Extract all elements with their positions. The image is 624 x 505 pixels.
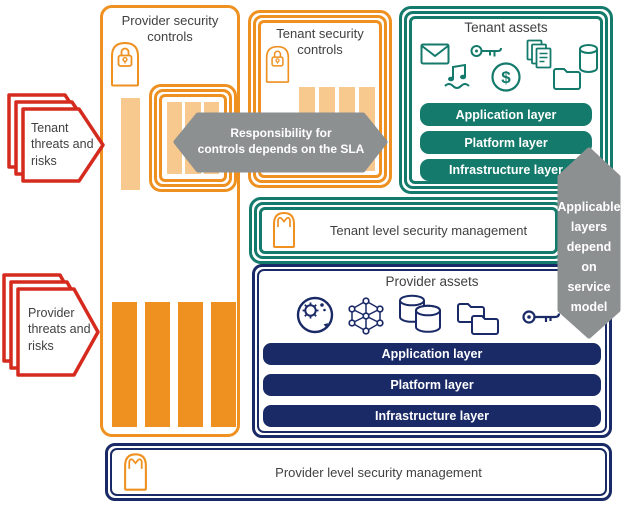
documents-icon: [526, 39, 552, 69]
provider-security-controls-box: Provider security controls: [100, 5, 240, 437]
callout-line: model: [570, 300, 608, 314]
tenant-application-layer: Application layer: [420, 103, 592, 126]
network-icon: [348, 297, 384, 335]
mail-icon: [420, 43, 450, 65]
provider-control-bars: [112, 302, 236, 427]
padlock-icon: [265, 45, 290, 83]
tenant-infrastructure-layer: Infrastructure layer: [420, 159, 592, 181]
provider-management-label: Provider level security management: [275, 464, 482, 480]
dollar-icon: $: [491, 62, 521, 92]
databases-icon: [399, 294, 441, 333]
callout-line: Applicable: [557, 200, 621, 214]
control-bar: [112, 302, 137, 427]
control-bar: [211, 302, 236, 427]
tenant-security-controls-title: Tenant security controls: [276, 26, 364, 57]
music-icon: [444, 63, 470, 89]
provider-security-controls-title: Provider security controls: [121, 13, 219, 44]
sla-callout-arrow: [173, 112, 388, 173]
padlock-icon: [111, 41, 139, 87]
folder-icon: [553, 68, 581, 90]
provider-assets-box: Provider assets: [252, 264, 612, 438]
tenant-threats-arrow: [7, 93, 105, 183]
key-icon: [522, 310, 561, 324]
provider-infrastructure-layer: Infrastructure layer: [263, 405, 601, 427]
control-bar: [167, 102, 183, 174]
control-bar: [145, 302, 170, 427]
folders-icon: [457, 303, 499, 335]
tenant-management-label: Tenant level security management: [329, 223, 528, 238]
database-icon: [579, 44, 598, 73]
callout-line: service: [567, 280, 611, 294]
provider-threats-label: Provider threats and risks: [28, 306, 91, 353]
management-icon: [273, 211, 295, 248]
sla-callout-text: Responsibility for controls depends on t…: [186, 125, 376, 157]
provider-assets-title: Provider assets: [385, 274, 479, 289]
tenant-management-box: Tenant level security management: [249, 197, 568, 264]
service-model-callout-arrow: [557, 147, 621, 339]
service-model-callout-text: Applicable layers depend on service mode…: [557, 197, 621, 317]
tenant-threats-label: Tenant threats and risks: [31, 121, 94, 168]
provider-threats-arrow: [2, 273, 100, 377]
control-bar: [178, 302, 203, 427]
callout-line: on: [581, 260, 597, 274]
control-bar: [121, 98, 140, 190]
sla-callout-line2: controls depends on the SLA: [197, 142, 365, 157]
sla-callout-line1: Responsibility for: [230, 126, 332, 140]
tenant-assets-title: Tenant assets: [464, 20, 548, 35]
services-icon: [296, 296, 334, 334]
callout-line: layers: [570, 220, 608, 234]
dollar-glyph: $: [501, 68, 511, 87]
tenant-assets-box: Tenant assets $: [399, 6, 613, 194]
provider-platform-layer: Platform layer: [263, 374, 601, 396]
management-icon: [124, 453, 147, 491]
callout-line: depend: [566, 240, 612, 254]
key-icon: [470, 45, 502, 57]
provider-application-layer: Application layer: [263, 343, 601, 365]
provider-management-box: Provider level security management: [105, 443, 612, 501]
tenant-platform-layer: Platform layer: [420, 131, 592, 154]
